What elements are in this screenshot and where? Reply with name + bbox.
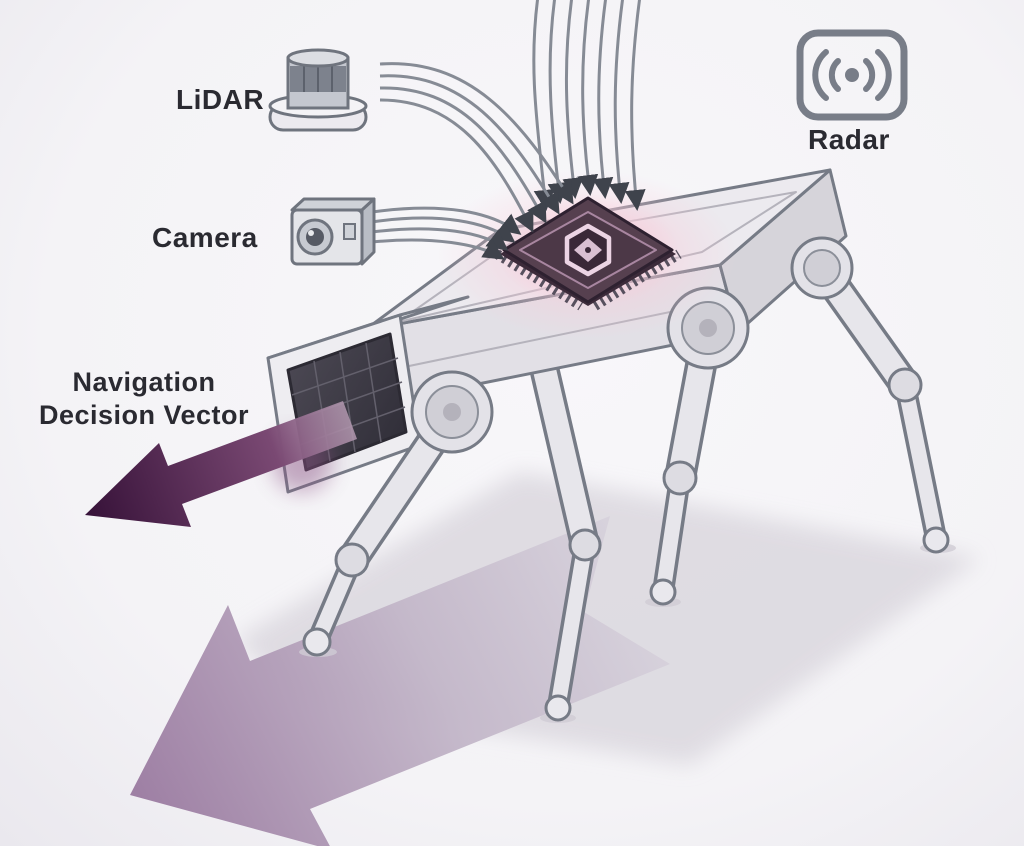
lidar-sensor-icon [268,48,368,132]
nav-vector-label-line2: Decision Vector [38,400,250,430]
robot-dog-illustration [266,168,956,723]
floor-direction-arrow [130,516,670,846]
top-wire-bundle [532,0,646,211]
radar-sensor-icon [796,29,908,121]
rear-near-leg [645,286,750,607]
lidar-wire-bundle [379,62,574,233]
chip-hexagon-logo [564,223,612,277]
chip-pins-left [494,249,584,311]
radar-label: Radar [808,124,890,155]
camera-label: Camera [152,222,258,253]
knee-joint [334,542,370,578]
navigation-decision-arrow [85,401,357,527]
knee-joint [568,528,602,562]
chip-pins-right [592,249,682,311]
foot [544,694,572,722]
nav-vector-label-line1: Navigation [72,367,216,397]
robot-far-legs [530,357,602,723]
front-near-leg [299,370,494,657]
lidar-label: LiDAR [176,84,265,115]
camera-sensor-icon [290,197,376,266]
camera-wire-bundle [371,206,522,260]
foot [302,627,332,657]
sensor-wires [371,0,646,260]
nav-vector-label: Navigation Decision Vector [28,366,260,432]
rear-far-leg [790,236,956,554]
processor-chip [438,170,738,340]
robot-near-legs [299,236,956,657]
